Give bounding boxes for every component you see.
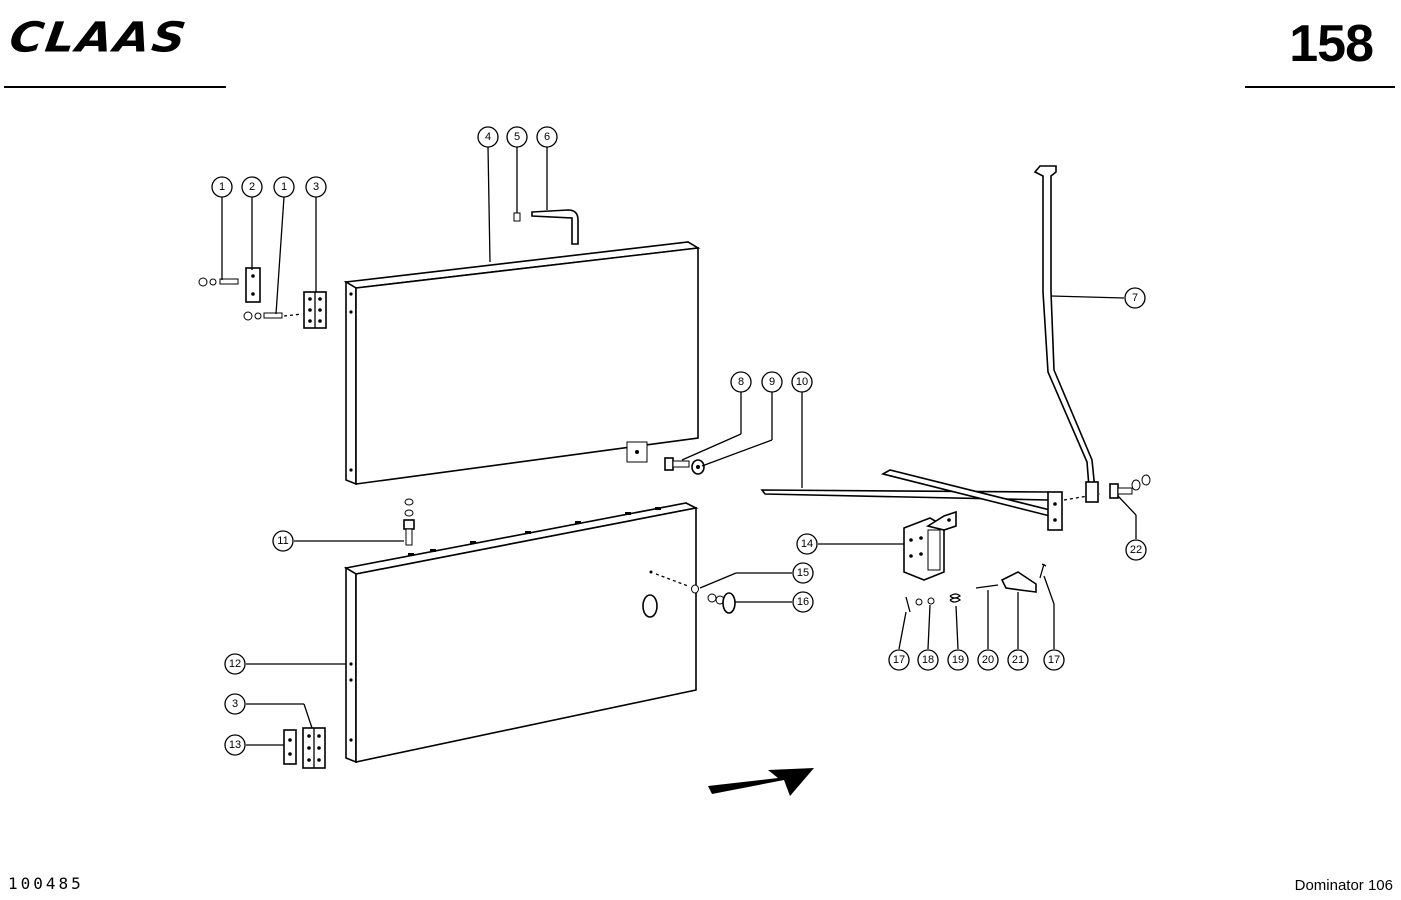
svg-text:3: 3: [313, 181, 319, 193]
support-rod: [1033, 165, 1099, 503]
pin-and-handle: [513, 209, 579, 245]
model-name: Dominator 106: [1294, 877, 1393, 894]
lower-panel: [343, 502, 699, 764]
callout-12: 12: [224, 653, 246, 675]
svg-text:16: 16: [797, 596, 809, 608]
callout-5: 5: [506, 126, 528, 148]
callout-13: 13: [224, 734, 246, 756]
callout-17: 17: [1043, 649, 1065, 671]
svg-text:6: 6: [544, 131, 550, 143]
hinge-assembly-upper: [198, 267, 327, 329]
direction-arrow: [708, 768, 814, 796]
vertical-bolt: [403, 498, 415, 546]
callout-9: 9: [761, 371, 783, 393]
callout-11: 11: [272, 530, 294, 552]
svg-text:11: 11: [277, 535, 288, 547]
callout-6: 6: [536, 126, 558, 148]
svg-text:1: 1: [281, 181, 287, 193]
svg-text:22: 22: [1130, 544, 1142, 556]
svg-text:5: 5: [514, 131, 520, 143]
callout-1: 1: [273, 176, 295, 198]
svg-text:18: 18: [922, 654, 934, 666]
svg-text:15: 15: [797, 567, 809, 579]
callout-20: 20: [977, 649, 999, 671]
svg-text:12: 12: [229, 658, 241, 670]
callout-10: 10: [791, 371, 813, 393]
document-number: 100485: [8, 874, 84, 893]
callout-1: 1: [211, 176, 233, 198]
callout-19: 19: [947, 649, 969, 671]
support-strut: [760, 469, 1101, 531]
callout-4: 4: [477, 126, 499, 148]
latch-small-parts: [905, 563, 1047, 613]
callout-14: 14: [796, 533, 818, 555]
leader-lines: [221, 146, 1137, 746]
svg-text:9: 9: [769, 376, 775, 388]
callout-3: 3: [305, 176, 327, 198]
svg-text:13: 13: [229, 739, 241, 751]
svg-text:4: 4: [485, 131, 491, 143]
callout-7: 7: [1124, 287, 1146, 309]
svg-text:20: 20: [982, 654, 994, 666]
bolt-and-washer: [664, 457, 705, 475]
callout-15: 15: [792, 562, 814, 584]
svg-text:2: 2: [249, 181, 255, 193]
callout-2: 2: [241, 176, 263, 198]
svg-text:17: 17: [893, 654, 905, 666]
svg-text:17: 17: [1048, 654, 1060, 666]
callout-3: 3: [224, 693, 246, 715]
svg-text:8: 8: [738, 376, 744, 388]
callout-18: 18: [917, 649, 939, 671]
svg-text:21: 21: [1012, 654, 1024, 666]
svg-text:1: 1: [219, 181, 225, 193]
callout-17: 17: [888, 649, 910, 671]
svg-text:10: 10: [796, 376, 808, 388]
svg-text:19: 19: [952, 654, 964, 666]
svg-text:3: 3: [232, 698, 238, 710]
callout-8: 8: [730, 371, 752, 393]
hinge-assembly-lower: [283, 727, 326, 769]
header-rule-right: [1245, 86, 1395, 88]
callout-22: 22: [1125, 539, 1147, 561]
upper-panel: [343, 241, 701, 486]
svg-text:14: 14: [801, 538, 813, 550]
latch-fasteners: [649, 570, 736, 614]
callout-21: 21: [1007, 649, 1029, 671]
svg-text:7: 7: [1132, 292, 1138, 304]
callout-16: 16: [792, 591, 814, 613]
header-rule-left: [4, 86, 226, 88]
mounting-bracket: [903, 510, 957, 581]
page-number: 158: [1289, 15, 1374, 73]
pivot-bolt: [1109, 474, 1151, 499]
